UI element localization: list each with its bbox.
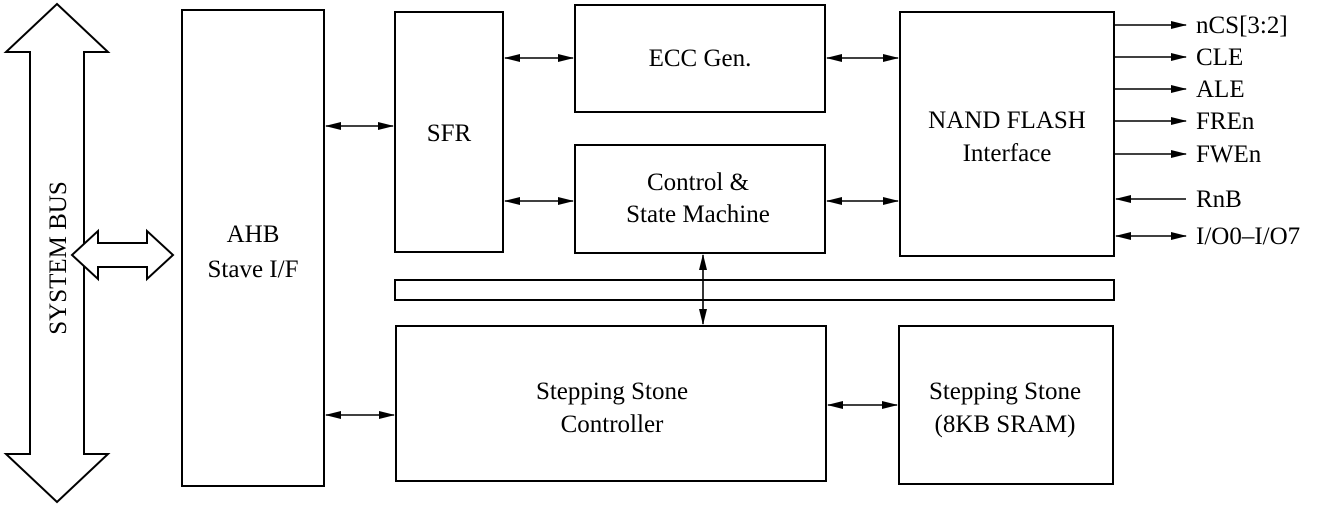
ale-signal-label: ALE <box>1196 76 1245 103</box>
system-bus-label: SYSTEM BUS <box>45 181 72 335</box>
fwen-signal-label: FWEn <box>1196 141 1262 168</box>
stepping-stone-sram-block: Stepping Stone (8KB SRAM) <box>898 325 1114 485</box>
stepping-stone-controller-block: Stepping Stone Controller <box>395 325 827 482</box>
ss-controller-label-line2: Controller <box>561 411 664 438</box>
io-signal-label: I/O0–I/O7 <box>1196 223 1300 250</box>
ncs-signal-label: nCS[3:2] <box>1196 12 1288 39</box>
nand-label-line1: NAND FLASH <box>928 107 1086 134</box>
sfr-label: SFR <box>427 120 472 147</box>
nand-label-line2: Interface <box>963 140 1052 167</box>
ss-controller-label-line1: Stepping Stone <box>536 378 688 405</box>
sfr-block: SFR <box>394 11 504 253</box>
fren-signal-label: FREn <box>1196 108 1255 135</box>
internal-bus-bar <box>394 279 1115 301</box>
control-label-line2: State Machine <box>626 201 770 228</box>
system-bus: SYSTEM BUS <box>3 2 111 504</box>
nand-flash-interface-block: NAND FLASH Interface <box>899 11 1115 257</box>
ss-sram-label-line2: (8KB SRAM) <box>935 411 1076 438</box>
ahb-label-line2: Stave I/F <box>208 256 299 283</box>
rnb-signal-label: RnB <box>1196 186 1242 213</box>
control-state-machine-block: Control & State Machine <box>574 144 826 254</box>
ahb-slave-if-block: AHB Stave I/F <box>181 9 325 487</box>
ecc-gen-block: ECC Gen. <box>574 4 826 113</box>
bus-ahb-connector <box>70 228 175 282</box>
control-label-line1: Control & <box>647 169 749 196</box>
ecc-label: ECC Gen. <box>649 45 752 72</box>
ss-sram-label-line1: Stepping Stone <box>929 378 1081 405</box>
ahb-label-line1: AHB <box>227 221 280 248</box>
cle-signal-label: CLE <box>1196 44 1243 71</box>
